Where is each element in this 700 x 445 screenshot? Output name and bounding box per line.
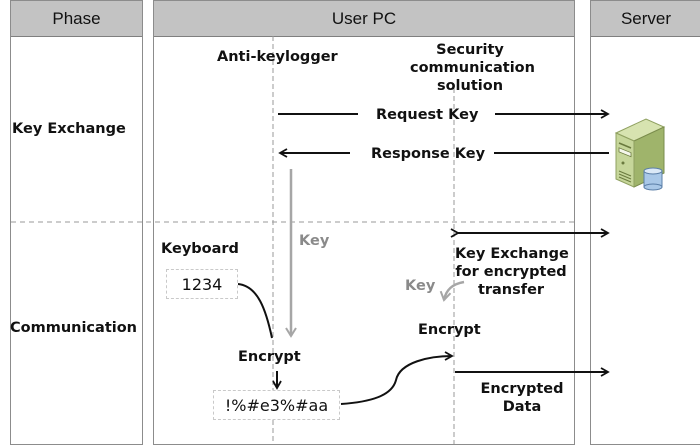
server-header: Server: [591, 1, 700, 37]
encrypt-label-1: Encrypt: [238, 349, 301, 365]
user-pc-header: User PC: [154, 1, 574, 37]
request-key-label: Request Key: [376, 107, 479, 123]
encrypted-data-label: Encrypted Data: [480, 381, 564, 416]
keyboard-label: Keyboard: [161, 241, 239, 257]
anti-keylogger-label: Anti-keylogger: [217, 49, 338, 65]
plaintext-to-encrypt-curve: [237, 283, 273, 339]
response-key-label: Response Key: [371, 146, 486, 162]
encrypt-label-2: Encrypt: [418, 322, 481, 338]
ciphertext-to-encrypt-curve: [340, 351, 454, 405]
phase-key-exchange: Key Exchange: [12, 121, 126, 137]
key-arrow-curve: [439, 280, 465, 302]
key-label-2: Key: [405, 278, 436, 294]
server-icon: [614, 118, 666, 191]
key-label-1: Key: [299, 233, 330, 249]
keyboard-input-box: 1234: [166, 269, 238, 299]
ciphertext-box: !%#e3%#aa: [213, 390, 340, 420]
phase-header: Phase: [11, 1, 142, 37]
phase-communication: Communication: [10, 320, 138, 336]
key-exchange-encrypted-label: Key Exchange for encrypted transfer: [455, 246, 569, 299]
security-solution-label: Security communication solution: [410, 42, 535, 95]
